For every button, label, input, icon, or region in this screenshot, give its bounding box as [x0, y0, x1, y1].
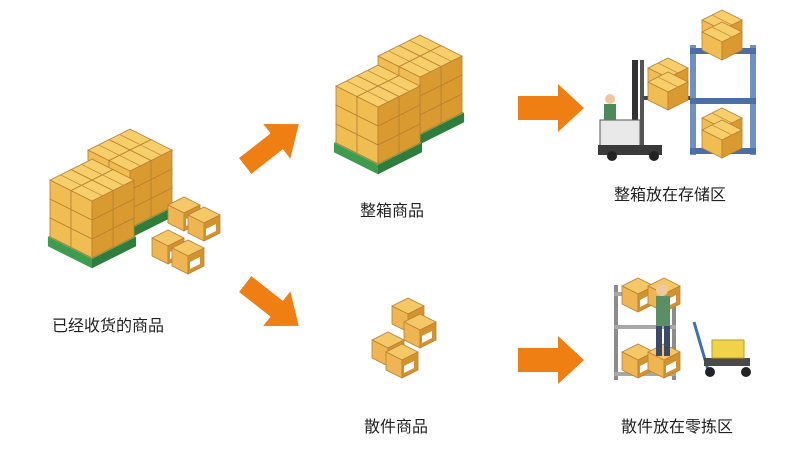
arrow-to-picking: [518, 336, 584, 384]
arrow-to-full-case: [239, 123, 299, 174]
picking-shelf-icon: [614, 277, 681, 380]
storage-rack-icon: [690, 9, 756, 159]
received-goods-icon: [48, 129, 221, 275]
full-case-pallets-icon: [334, 35, 464, 174]
full-case-storage-label: 整箱放在存储区: [614, 185, 727, 204]
full-case-label: 整箱商品: [360, 201, 425, 220]
hand-truck-icon: [692, 321, 751, 377]
arrow-to-loose: [239, 276, 299, 327]
loose-goods-label: 散件商品: [364, 417, 429, 436]
loose-picking-label: 散件放在零拣区: [621, 417, 734, 436]
worker-icon: [656, 284, 670, 356]
arrow-to-storage: [518, 84, 584, 132]
loose-cartons-icon: [371, 297, 437, 379]
forklift-icon: [598, 57, 690, 161]
received-goods-label: 已经收货的商品: [52, 316, 165, 335]
